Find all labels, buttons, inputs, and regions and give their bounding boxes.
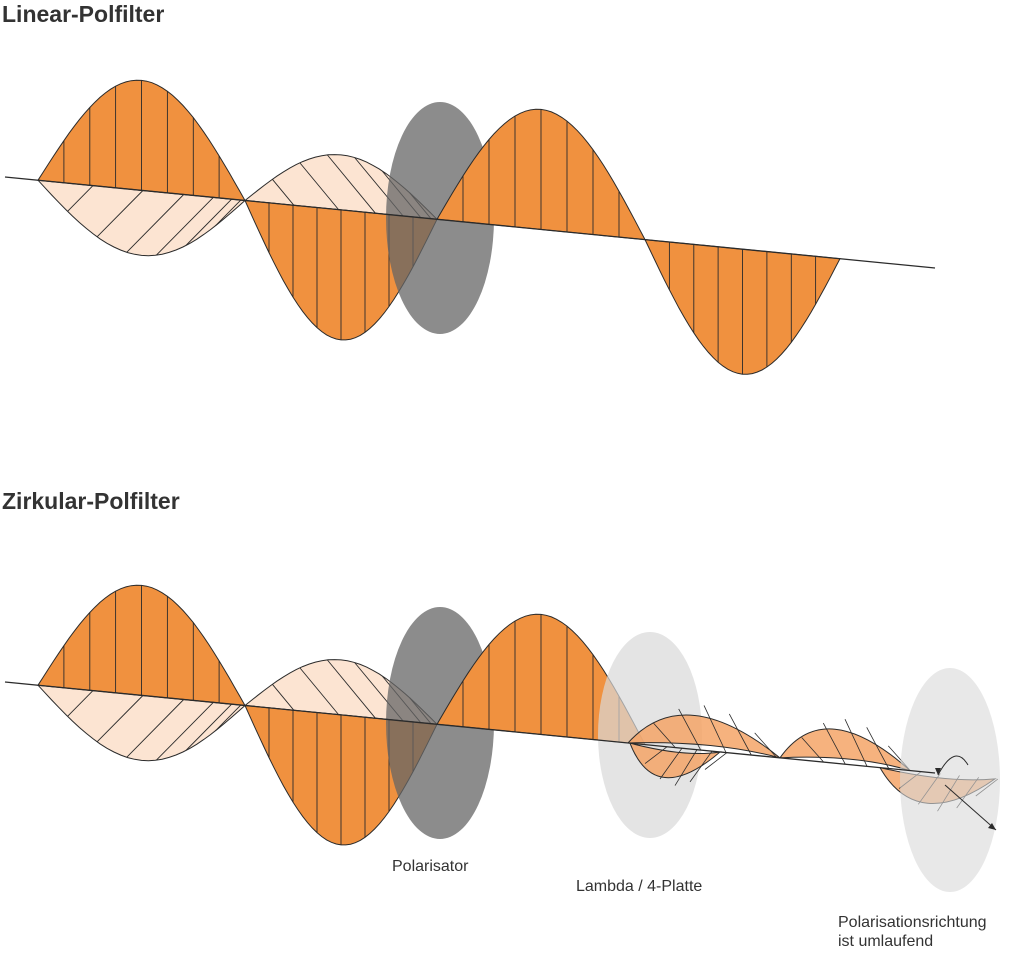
circular-lobe-3-hatch [844, 719, 868, 767]
rotation-arrow-icon [937, 755, 969, 776]
circular-lobe-1-hatch [754, 732, 777, 758]
circular-lobe-1-hatch [728, 713, 752, 756]
light-lobe-1-hatch [67, 690, 94, 717]
circular-lobe-1-hatch [678, 708, 702, 751]
light-lobe-1-hatch [96, 695, 144, 743]
circular-lobe-2-hatch [674, 749, 698, 786]
propagation-axis [4, 681, 936, 774]
title-linear-polfilter: Linear-Polfilter [2, 1, 165, 27]
light-lobe-1-hatch [185, 198, 232, 246]
light-lobe-2-hatch [299, 667, 339, 715]
light-lobe-1-hatch [126, 194, 185, 253]
rotation-ellipse [900, 668, 1000, 892]
circular-lobe-2-hatch [659, 747, 683, 780]
linear-polfilter-diagram [4, 79, 936, 375]
circular-lobe-2-hatch [689, 750, 713, 783]
light-lobe-2-hatch [326, 154, 376, 214]
light-lobe-1-hatch [215, 704, 242, 732]
light-lobe-1-hatch [185, 703, 232, 751]
light-lobe-1-hatch [96, 190, 144, 238]
direction-arrowhead-icon [988, 823, 996, 830]
light-lobe-2-hatch [272, 684, 295, 711]
circular-lobe-3-hatch [822, 722, 846, 765]
label-polarisationsrichtung-line1: Polarisationsrichtung [838, 914, 987, 931]
light-lobe-2-hatch [326, 659, 376, 719]
circular-lobe-1-hatch [703, 705, 727, 753]
light-lobe-1-hatch [67, 185, 94, 212]
circular-lobe-3-hatch [866, 727, 890, 769]
label-polarisationsrichtung: Polarisationsrichtung ist umlaufend [838, 913, 987, 951]
circular-polfilter-diagram [4, 584, 1000, 892]
propagation-axis [4, 176, 936, 269]
circular-lobe-1-hatch [653, 722, 676, 748]
light-lobe-2-hatch [272, 179, 295, 206]
label-lambda-4-platte: Lambda / 4-Platte [576, 878, 703, 895]
light-lobe-2-hatch [299, 162, 339, 210]
light-lobe-1-hatch [155, 702, 214, 761]
circular-lobe-2-hatch [704, 752, 728, 770]
label-polarisator: Polarisator [392, 858, 469, 875]
direction-arrow-icon [944, 784, 997, 831]
light-lobe-1-hatch [155, 197, 214, 256]
circular-lobe-2-hatch [644, 746, 668, 764]
title-zirkular-polfilter: Zirkular-Polfilter [2, 488, 180, 514]
light-lobe-1-hatch [215, 199, 242, 227]
rotation-arrowhead-icon [935, 768, 941, 775]
light-lobe-1-hatch [126, 699, 185, 758]
label-polarisationsrichtung-line2: ist umlaufend [838, 933, 934, 951]
circular-lobe-3-hatch [801, 737, 824, 763]
